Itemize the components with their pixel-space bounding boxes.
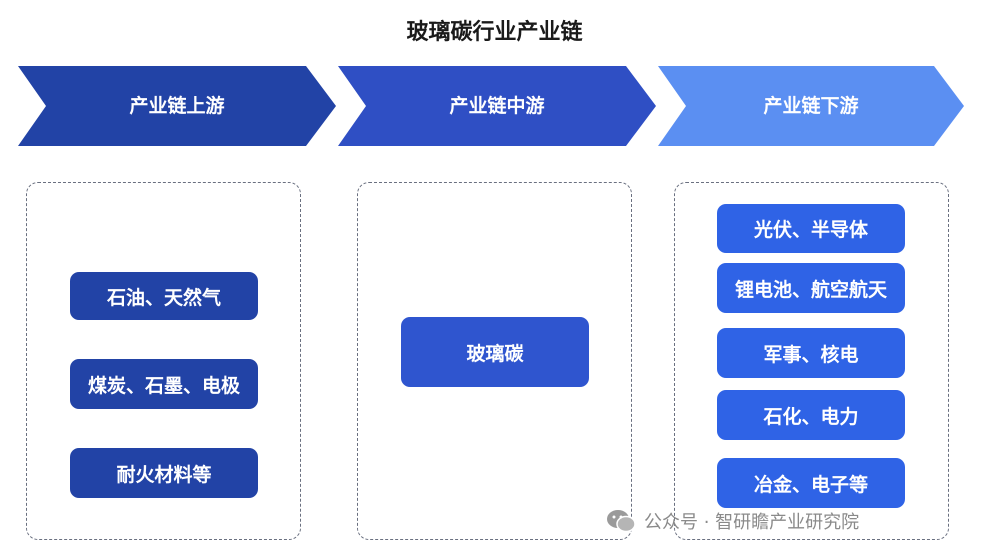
stage-downstream-label: 产业链下游 bbox=[763, 95, 859, 117]
stage-midstream-label: 产业链中游 bbox=[449, 95, 545, 117]
watermark-text: 公众号 · 智研瞻产业研究院 bbox=[644, 512, 860, 533]
stage-upstream: 产业链上游 bbox=[18, 66, 336, 146]
chevron-upstream-shape bbox=[18, 66, 336, 146]
downstream-item: 冶金、电子等 bbox=[717, 458, 905, 508]
downstream-item: 锂电池、航空航天 bbox=[717, 263, 905, 313]
chevron-midstream-shape bbox=[338, 66, 656, 146]
stage-downstream: 产业链下游 bbox=[658, 66, 964, 146]
upstream-item: 煤炭、石墨、电极 bbox=[70, 359, 258, 409]
downstream-item: 石化、电力 bbox=[717, 390, 905, 440]
upstream-item: 石油、天然气 bbox=[70, 272, 258, 320]
downstream-item: 光伏、半导体 bbox=[717, 204, 905, 253]
downstream-panel bbox=[674, 182, 949, 540]
downstream-item: 军事、核电 bbox=[717, 328, 905, 378]
upstream-panel bbox=[26, 182, 301, 540]
stage-midstream: 产业链中游 bbox=[338, 66, 656, 146]
chevron-downstream-shape bbox=[658, 66, 964, 146]
watermark: 公众号 · 智研瞻产业研究院 bbox=[606, 505, 859, 537]
diagram-title: 玻璃碳行业产业链 bbox=[406, 20, 583, 45]
midstream-panel bbox=[357, 182, 632, 540]
stage-upstream-label: 产业链上游 bbox=[129, 95, 225, 117]
upstream-item: 耐火材料等 bbox=[70, 448, 258, 498]
wechat-icon bbox=[607, 510, 636, 533]
midstream-item: 玻璃碳 bbox=[401, 317, 589, 387]
